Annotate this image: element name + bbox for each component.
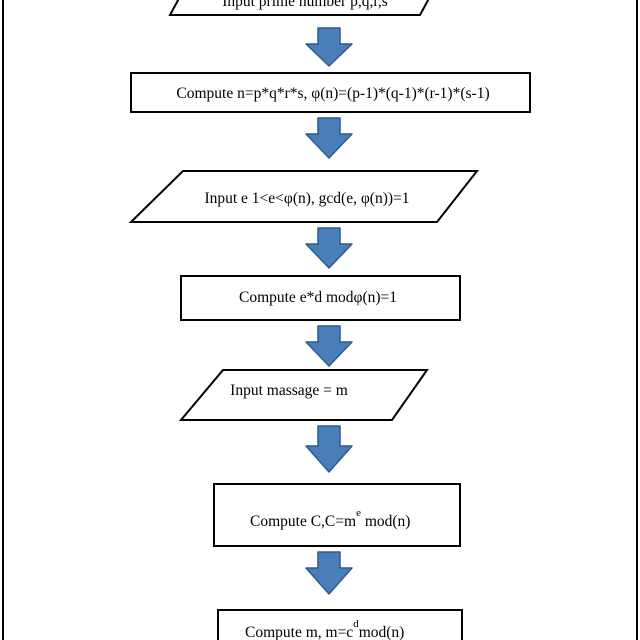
flow-arrow-6 bbox=[305, 551, 353, 595]
step-compute-cipher: Compute C,C=me mod(n) bbox=[213, 483, 461, 547]
step-compute-plain-sup: d bbox=[353, 618, 359, 630]
step-input-primes-label: Input prime number p,q,r,s bbox=[222, 0, 388, 10]
flow-arrow-3 bbox=[305, 227, 353, 269]
step-compute-n-phi-shape bbox=[130, 72, 531, 113]
flow-arrow-1 bbox=[305, 27, 353, 67]
step-input-e: Input e 1<e<φ(n), gcd(e, φ(n))=1 bbox=[128, 170, 480, 223]
step-compute-n-phi: Compute n=p*q*r*s, φ(n)=(p-1)*(q-1)*(r-1… bbox=[130, 72, 531, 113]
step-compute-d: Compute e*d modφ(n)=1 bbox=[180, 275, 461, 321]
step-compute-plain-shape bbox=[217, 609, 463, 640]
flow-arrow-2 bbox=[305, 117, 353, 159]
step-input-primes: Input prime number p,q,r,s bbox=[168, 0, 430, 16]
step-compute-plain-text: Compute m, m=c bbox=[245, 624, 353, 640]
step-input-primes-shape bbox=[168, 0, 430, 16]
step-compute-cipher-sup: e bbox=[356, 507, 361, 519]
step-compute-n-phi-label: Compute n=p*q*r*s, φ(n)=(p-1)*(q-1)*(r-1… bbox=[176, 85, 489, 102]
step-compute-cipher-shape bbox=[213, 483, 461, 547]
step-compute-plain: Compute m, m=cdmod(n) bbox=[217, 609, 463, 640]
step-input-e-label: Input e 1<e<φ(n), gcd(e, φ(n))=1 bbox=[204, 190, 409, 207]
step-compute-plain-tail: mod(n) bbox=[359, 624, 405, 640]
flow-arrow-5 bbox=[305, 425, 353, 473]
step-input-message-label: Input massage = m bbox=[230, 382, 348, 399]
step-input-message-shape bbox=[178, 369, 429, 421]
step-compute-d-shape bbox=[180, 275, 461, 321]
step-compute-cipher-label: Compute C,C=me mod(n) bbox=[250, 507, 410, 530]
flow-arrow-4 bbox=[305, 325, 353, 367]
step-compute-d-label: Compute e*d modφ(n)=1 bbox=[239, 289, 397, 306]
step-compute-cipher-text: Compute C,C=m bbox=[250, 513, 356, 530]
step-compute-cipher-tail: mod(n) bbox=[361, 513, 411, 530]
step-input-e-shape bbox=[128, 170, 480, 223]
step-input-message: Input massage = m bbox=[178, 369, 429, 421]
step-compute-plain-label: Compute m, m=cdmod(n) bbox=[245, 618, 404, 640]
